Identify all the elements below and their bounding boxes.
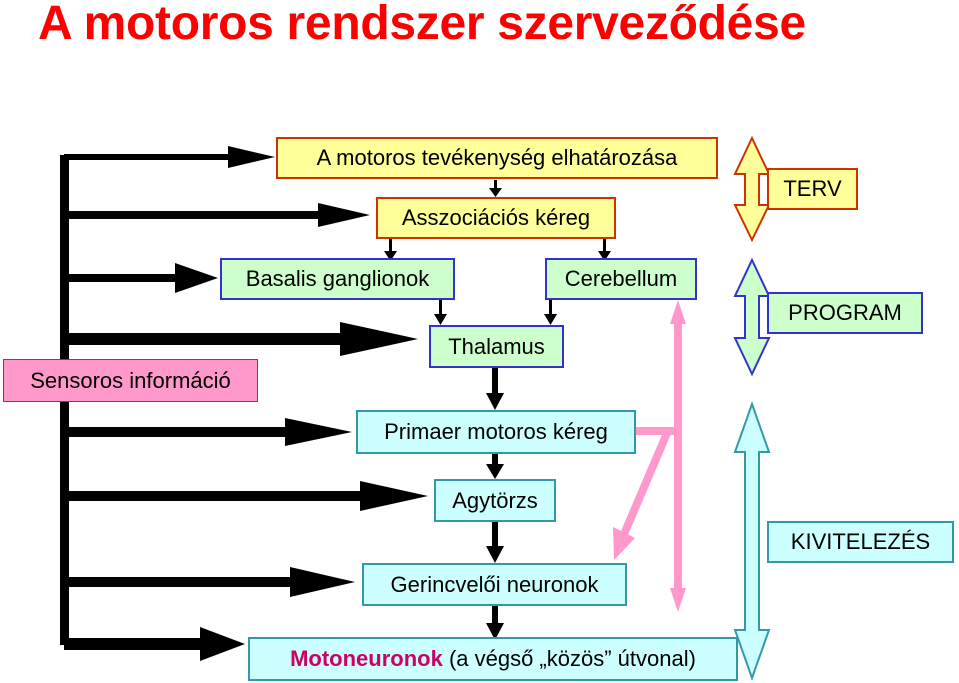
motoneuron-box: Motoneuronok (a végső „közös” útvonal) bbox=[248, 637, 738, 681]
stage-program-label: PROGRAM bbox=[767, 292, 923, 334]
sensory-arrow-decision bbox=[64, 146, 275, 168]
feedback-arrow-to-spinal bbox=[621, 430, 671, 535]
association-label: Asszociációs kéreg bbox=[401, 205, 591, 230]
sensory-arrow-primary bbox=[64, 418, 352, 446]
flow-arrow-brainstem-spinal bbox=[486, 546, 504, 563]
sensory-info-box: Sensoros információ bbox=[3, 359, 258, 402]
cerebellum-label: Cerebellum bbox=[564, 266, 678, 291]
motoneuron-label: Motoneuronok (a végső „közös” útvonal) bbox=[290, 648, 696, 670]
sensory-arrow-thalamus bbox=[64, 322, 418, 356]
flow-arrow-primary-brainstem bbox=[486, 464, 504, 479]
spinal-neurons-label: Gerincvelői neuronok bbox=[390, 571, 599, 597]
stage-plan-text: TERV bbox=[783, 176, 842, 201]
stage-plan-label: TERV bbox=[767, 168, 858, 210]
flow-arrow-decision-association bbox=[489, 188, 502, 197]
flow-arrow-thalamus-primary bbox=[486, 393, 504, 410]
thalamus-box: Thalamus bbox=[429, 325, 564, 368]
motoneuron-label-bold: Motoneuronok bbox=[290, 646, 443, 671]
decision-box: A motoros tevékenység elhatározása bbox=[276, 137, 718, 179]
feedback-arrow-up-cerebellum bbox=[670, 300, 686, 324]
stage-arrow-execution bbox=[733, 401, 771, 681]
basal-ganglia-label: Basalis ganglionok bbox=[245, 266, 430, 291]
brainstem-box: Agytörzs bbox=[434, 479, 556, 522]
basal-ganglia-box: Basalis ganglionok bbox=[220, 258, 455, 300]
stage-arrow-plan bbox=[733, 135, 771, 243]
flow-arrow-basal-thalamus bbox=[434, 314, 447, 325]
stage-execution-text: KIVITELEZÉS bbox=[790, 529, 931, 554]
brainstem-label: Agytörzs bbox=[452, 487, 538, 513]
sensory-arrows bbox=[64, 146, 428, 661]
stage-execution-label: KIVITELEZÉS bbox=[767, 521, 954, 563]
flow-arrows bbox=[384, 180, 611, 640]
primary-motor-label: Primaer motoros kéreg bbox=[384, 419, 608, 444]
flow-arrow-association-basal bbox=[384, 251, 397, 261]
feedback-arrow-down-motoneuron bbox=[670, 588, 686, 612]
stage-arrow-program bbox=[733, 257, 771, 377]
sensory-arrow-brainstem bbox=[64, 481, 428, 511]
cerebellum-box: Cerebellum bbox=[545, 258, 697, 300]
association-box: Asszociációs kéreg bbox=[376, 197, 616, 239]
sensory-info-label: Sensoros információ bbox=[30, 367, 231, 393]
sensory-arrow-motoneuron bbox=[64, 627, 245, 661]
sensory-arrow-association bbox=[64, 203, 370, 227]
feedback-arrow-to-spinal-head bbox=[613, 527, 635, 560]
sensory-arrow-spinal bbox=[64, 567, 355, 597]
thalamus-label: Thalamus bbox=[448, 333, 545, 359]
stage-program-text: PROGRAM bbox=[788, 300, 902, 325]
flow-arrow-association-cerebellum bbox=[598, 251, 611, 261]
spinal-neurons-box: Gerincvelői neuronok bbox=[362, 563, 627, 606]
page-title: A motoros rendszer szerveződése bbox=[38, 0, 806, 50]
motoneuron-label-rest: (a végső „közös” útvonal) bbox=[442, 646, 696, 671]
primary-motor-box: Primaer motoros kéreg bbox=[356, 410, 636, 454]
flow-arrow-cerebellum-thalamus bbox=[544, 314, 557, 325]
flow-arrow-spinal-motoneuron bbox=[486, 623, 504, 640]
sensory-arrow-basal bbox=[64, 263, 218, 293]
decision-label: A motoros tevékenység elhatározása bbox=[316, 145, 678, 170]
feedback-arrows bbox=[613, 300, 686, 612]
